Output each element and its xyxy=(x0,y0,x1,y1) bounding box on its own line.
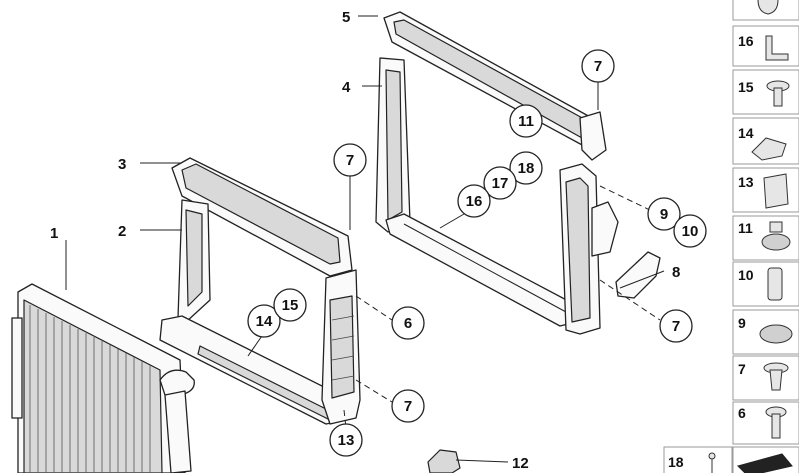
front-shroud-frame xyxy=(159,157,361,425)
clip-top-icon xyxy=(757,0,779,15)
rubber-mount-icon xyxy=(761,221,791,251)
svg-text:14: 14 xyxy=(256,313,273,330)
rear-carrier-frame xyxy=(375,11,619,335)
radiator xyxy=(11,283,195,473)
bubble-9: 9 xyxy=(647,197,681,231)
svg-text:7: 7 xyxy=(672,318,680,335)
pin-icon xyxy=(708,452,716,473)
grommet-icon xyxy=(759,324,793,344)
callout-2: 2 xyxy=(118,223,126,240)
screw-icon xyxy=(766,80,790,107)
bubble-7-top-left: 7 xyxy=(333,143,367,177)
svg-text:7: 7 xyxy=(346,152,354,169)
spring-clip-icon xyxy=(763,173,789,209)
callout-8: 8 xyxy=(672,264,680,281)
thumb-label-7: 7 xyxy=(738,361,746,377)
bubble-10: 10 xyxy=(673,214,707,248)
bubble-18: 18 xyxy=(509,151,543,185)
small-parts-column: 16 15 14 13 11 10 9 7 xyxy=(663,0,799,473)
svg-text:9: 9 xyxy=(660,206,668,223)
svg-text:18: 18 xyxy=(518,160,535,177)
thumb-label-9: 9 xyxy=(738,315,746,331)
clip-nut-icon xyxy=(751,137,787,161)
circled-callouts: 7 7 11 18 17 16 9 10 xyxy=(247,49,707,457)
svg-text:16: 16 xyxy=(466,193,483,210)
thumb-label-15: 15 xyxy=(738,79,754,95)
svg-text:10: 10 xyxy=(682,223,699,240)
thumb-label-10: 10 xyxy=(738,267,754,283)
svg-text:7: 7 xyxy=(594,58,602,75)
thumb-label-18: 18 xyxy=(668,454,684,470)
sleeve-icon xyxy=(767,267,783,301)
svg-text:7: 7 xyxy=(404,398,412,415)
thumb-label-13: 13 xyxy=(738,174,754,190)
bubble-11: 11 xyxy=(509,104,543,138)
svg-text:11: 11 xyxy=(518,113,534,130)
svg-text:13: 13 xyxy=(338,432,355,449)
bubble-7-right: 7 xyxy=(659,309,693,343)
bolt-icon xyxy=(765,406,787,439)
bubble-7-top-right: 7 xyxy=(581,49,615,83)
callout-3: 3 xyxy=(118,156,126,173)
bubble-6: 6 xyxy=(391,306,425,340)
bracket-icon xyxy=(765,35,789,61)
callout-labels: 1 2 3 4 5 8 12 xyxy=(50,9,680,472)
clip-part xyxy=(427,449,461,473)
bubble-7-bottom: 7 xyxy=(391,389,425,423)
svg-text:6: 6 xyxy=(404,315,412,332)
bubble-17: 17 xyxy=(483,166,517,200)
callout-5: 5 xyxy=(342,9,350,26)
callout-1: 1 xyxy=(50,225,58,242)
leader-lines xyxy=(65,15,665,463)
thumb-label-6: 6 xyxy=(738,405,746,421)
thumb-label-11: 11 xyxy=(738,220,753,236)
bubble-13: 13 xyxy=(329,423,363,457)
expanding-rivet-icon xyxy=(763,362,789,391)
svg-text:17: 17 xyxy=(492,175,509,192)
bubble-14: 14 xyxy=(247,304,281,338)
bubble-15: 15 xyxy=(273,288,307,322)
callout-4: 4 xyxy=(342,79,351,96)
thumb-label-16: 16 xyxy=(738,33,754,49)
svg-text:15: 15 xyxy=(282,297,299,314)
thumb-label-14: 14 xyxy=(738,125,754,141)
callout-12: 12 xyxy=(512,455,529,472)
bubble-16: 16 xyxy=(457,184,491,218)
side-bracket xyxy=(615,251,661,299)
